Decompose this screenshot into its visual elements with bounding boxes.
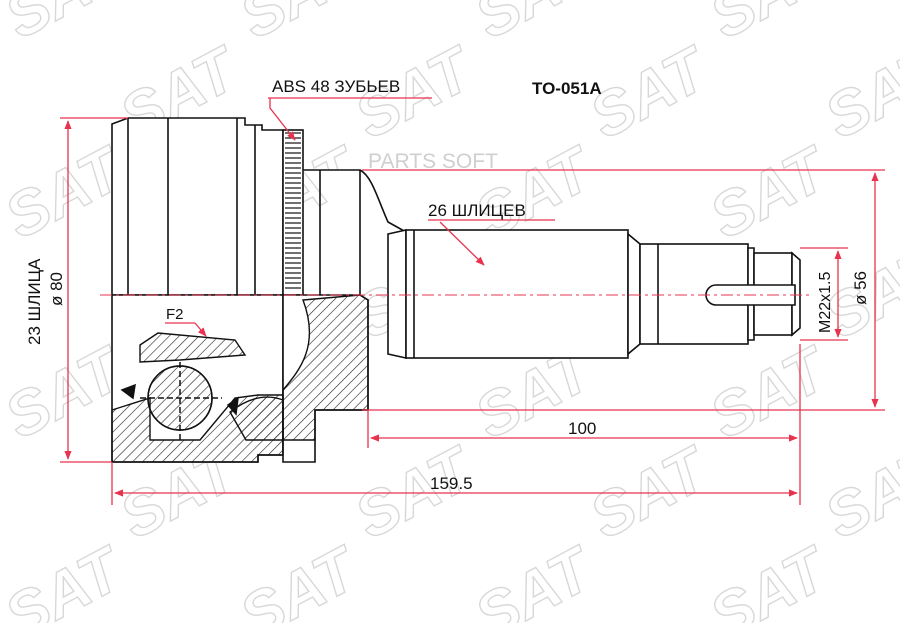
sat-logo-watermark: SAT	[699, 133, 841, 252]
dimension-lines	[60, 97, 885, 505]
shaft-splines-label: 26 ШЛИЦЕВ	[428, 201, 526, 220]
cv-ball-and-cage	[120, 362, 239, 440]
sat-logo-watermark: SAT	[814, 33, 900, 152]
thread-label: M22x1.5	[817, 272, 834, 333]
sat-logo-watermark: SAT	[814, 433, 900, 552]
sat-logo-watermark: SAT	[464, 0, 606, 52]
outer-diameter-label: ø 80	[47, 272, 66, 306]
abs-teeth-label: ABS 48 ЗУБЬЕВ	[272, 77, 400, 96]
shaft-length-label: 100	[568, 419, 596, 438]
sat-logo-watermark: SAT	[0, 233, 17, 352]
sat-logo-watermark: SAT	[0, 433, 17, 552]
sat-logo-watermark: SAT	[699, 533, 841, 623]
sat-logo-watermark: SAT	[0, 533, 137, 623]
hub-splines-label: 23 ШЛИЦА	[25, 258, 44, 345]
sat-logo-watermark: SAT	[0, 0, 137, 52]
sat-logo-watermark: SAT	[229, 533, 371, 623]
sat-logo-watermark: SAT	[0, 33, 17, 152]
sat-logo-watermark: SAT	[699, 333, 841, 452]
abs-ring-teeth	[285, 132, 301, 289]
total-length-label: 159.5	[430, 474, 473, 493]
sat-logo-watermark: SAT	[229, 0, 371, 52]
part-number: TO-051A	[532, 79, 602, 98]
sat-logo-watermark: SAT	[699, 0, 841, 52]
parts-soft-watermark: PARTS SOFT	[368, 150, 498, 173]
sat-logo-watermark: SAT	[464, 533, 606, 623]
section-label: F2	[166, 306, 184, 323]
cross-section-hatching	[111, 294, 369, 463]
seal-diameter-label: ø 56	[851, 271, 870, 305]
output-shaft	[387, 229, 801, 359]
